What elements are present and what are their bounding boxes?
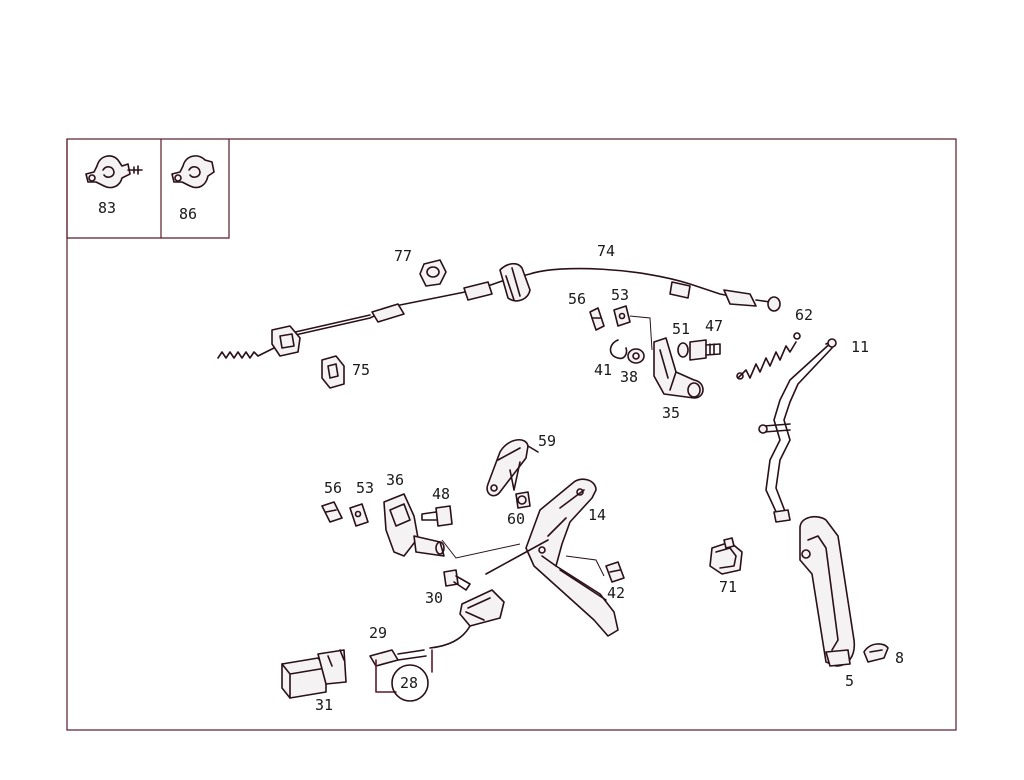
callout-83: 83 — [98, 199, 116, 217]
part-sensor[interactable] — [429, 589, 505, 649]
callout-60: 60 — [507, 510, 525, 528]
part-8-clip[interactable] — [863, 643, 889, 663]
part-77-nut[interactable] — [419, 259, 447, 287]
diagram-frame — [66, 138, 957, 731]
part-62-spring[interactable] — [736, 332, 801, 380]
part-51-washer[interactable] — [677, 342, 689, 358]
part-75-clip[interactable] — [321, 355, 345, 389]
callout-86: 86 — [179, 205, 197, 223]
callout-36: 36 — [386, 471, 404, 489]
callout-53-lower: 53 — [356, 479, 374, 497]
callout-77: 77 — [394, 247, 412, 265]
callout-28: 28 — [400, 674, 418, 692]
part-59-cover[interactable] — [486, 439, 539, 497]
part-74-cable[interactable] — [217, 262, 781, 359]
part-47-bolt[interactable] — [689, 339, 721, 361]
part-56-clip-upper[interactable] — [589, 307, 605, 331]
part-38-washer[interactable] — [627, 348, 645, 364]
part-30-bolt[interactable] — [443, 569, 471, 591]
part-35-bracket[interactable] — [653, 337, 704, 399]
part-56-clip-lower[interactable] — [321, 501, 343, 523]
callout-71: 71 — [719, 578, 737, 596]
callout-31: 31 — [315, 696, 333, 714]
leader-53-35 — [629, 315, 653, 351]
arrow-to-14 — [485, 539, 549, 575]
callout-62: 62 — [795, 306, 813, 324]
callout-29: 29 — [369, 624, 387, 642]
part-86-clip[interactable] — [171, 155, 215, 189]
part-71-switch[interactable] — [709, 537, 743, 575]
part-53-washer-lower[interactable] — [349, 503, 369, 527]
callout-48: 48 — [432, 485, 450, 503]
part-36-bracket[interactable] — [383, 493, 445, 557]
part-cable-holder[interactable] — [271, 325, 301, 357]
part-29-plug[interactable] — [369, 649, 427, 667]
callout-74: 74 — [597, 242, 615, 260]
leader-42 — [565, 555, 605, 577]
part-48-bolt[interactable] — [421, 505, 453, 527]
callout-30: 30 — [425, 589, 443, 607]
callout-53-upper: 53 — [611, 286, 629, 304]
callout-56-upper: 56 — [568, 290, 586, 308]
callout-38: 38 — [620, 368, 638, 386]
callout-41: 41 — [594, 361, 612, 379]
part-60-bushing[interactable] — [515, 491, 531, 509]
callout-51: 51 — [672, 320, 690, 338]
leader-36-14 — [441, 539, 521, 559]
part-31-relay[interactable] — [281, 649, 347, 699]
callout-59: 59 — [538, 432, 556, 450]
callout-56-lower: 56 — [324, 479, 342, 497]
callout-14: 14 — [588, 506, 606, 524]
part-53-washer-upper[interactable] — [613, 305, 631, 327]
callout-35: 35 — [662, 404, 680, 422]
part-5-pedal[interactable] — [799, 515, 856, 667]
callout-11: 11 — [851, 338, 869, 356]
part-11-rod[interactable] — [758, 338, 837, 523]
callout-75: 75 — [352, 361, 370, 379]
callout-42: 42 — [607, 584, 625, 602]
part-14-lever[interactable] — [525, 478, 619, 637]
part-41-ring[interactable] — [609, 339, 628, 360]
part-83-clip[interactable] — [85, 155, 143, 189]
callout-47: 47 — [705, 317, 723, 335]
part-28-marker[interactable] — [375, 649, 433, 702]
callout-5: 5 — [845, 672, 854, 690]
callout-8: 8 — [895, 649, 904, 667]
part-42-clip[interactable] — [605, 561, 625, 583]
inset-frame — [66, 139, 230, 239]
